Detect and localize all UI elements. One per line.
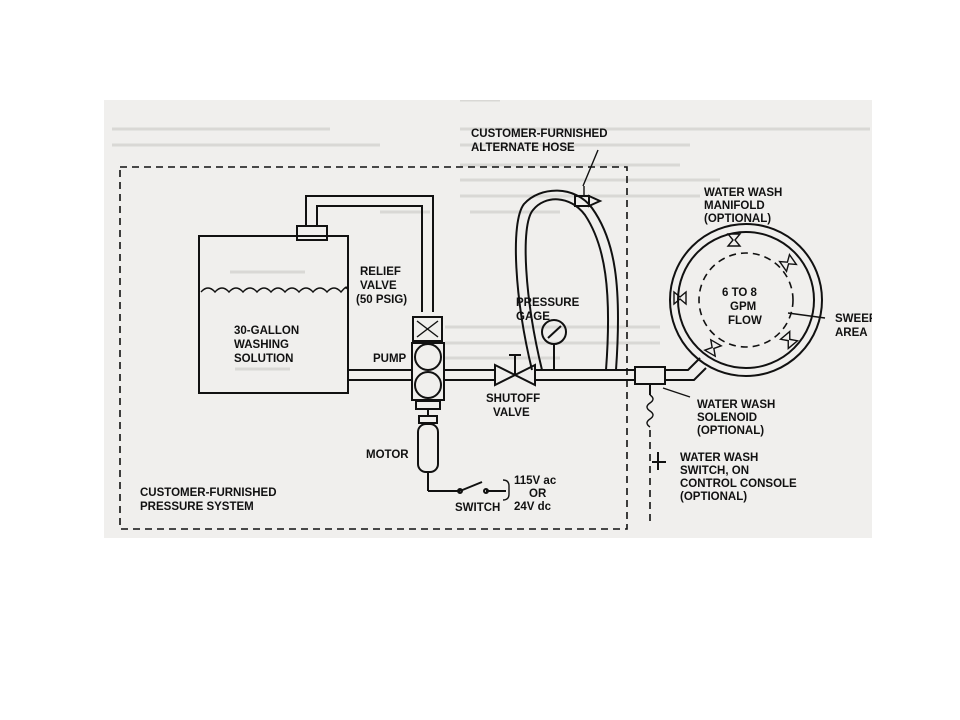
pressure-system-label: CUSTOMER-FURNISHED (140, 487, 277, 499)
console-switch-label: (OPTIONAL) (680, 491, 747, 503)
flow-rate-label: GPM (730, 301, 756, 313)
manifold-label: (OPTIONAL) (704, 213, 771, 225)
console-switch-label: CONTROL CONSOLE (680, 478, 797, 490)
pressure-gage-label: PRESSURE (516, 297, 580, 309)
voltage-label: 115V ac (514, 475, 557, 487)
voltage-label: OR (529, 488, 547, 500)
pressure-gage-label: GAGE (516, 311, 550, 323)
sweep-area-label: SWEEP (835, 313, 877, 325)
relief-valve-label: VALVE (360, 280, 397, 292)
spray-nozzles (673, 233, 800, 358)
alternate-hose (524, 198, 610, 371)
tank-label: WASHING (234, 339, 289, 351)
console-switch-label: SWITCH, ON (680, 465, 749, 477)
shutoff-valve-label: SHUTOFF (486, 393, 540, 405)
shutoff-valve (494, 363, 518, 387)
leader-lines (582, 149, 826, 398)
solenoid-label: SOLENOID (697, 412, 757, 424)
alternate-hose-label: ALTERNATE HOSE (471, 142, 575, 154)
sweep-area (698, 252, 794, 348)
pressure-system-label: PRESSURE SYSTEM (140, 501, 254, 513)
pressure-system-boundary (119, 166, 628, 530)
manifold-label: MANIFOLD (704, 200, 765, 212)
console-switch-label: WATER WASH (680, 452, 758, 464)
manifold-label: WATER WASH (704, 187, 782, 199)
tank-filler-cap (296, 225, 328, 241)
voltage-label: 24V dc (514, 501, 552, 513)
alternate-hose (514, 189, 620, 371)
flow-rate-label: FLOW (728, 315, 762, 327)
tank-label: 30-GALLON (234, 325, 299, 337)
water-wash-manifold (669, 223, 823, 377)
washing-solution-tank (198, 235, 349, 394)
flow-rate-label: 6 TO 8 (722, 287, 758, 299)
tank-label: SOLUTION (234, 353, 293, 365)
paper-background (104, 100, 872, 538)
motor-switch (459, 481, 483, 492)
shutoff-valve-label: VALVE (493, 407, 530, 419)
relief-valve-label: RELIEF (360, 266, 401, 278)
relief-valve (412, 316, 443, 342)
sweep-area-label: AREA (835, 327, 868, 339)
pressure-gage (541, 319, 567, 345)
return-line (305, 195, 434, 312)
switch-label: SWITCH (455, 502, 500, 514)
alternate-hose-label: CUSTOMER-FURNISHED (471, 128, 608, 140)
bleed-through-marks (112, 100, 870, 371)
solenoid-label: (OPTIONAL) (697, 425, 764, 437)
solenoid-label: WATER WASH (697, 399, 775, 411)
relief-valve-label: (50 PSIG) (356, 294, 407, 306)
pump-label: PUMP (373, 353, 407, 365)
solution-surface-waves (200, 286, 348, 294)
return-line (316, 205, 423, 312)
motor-label: MOTOR (366, 449, 409, 461)
